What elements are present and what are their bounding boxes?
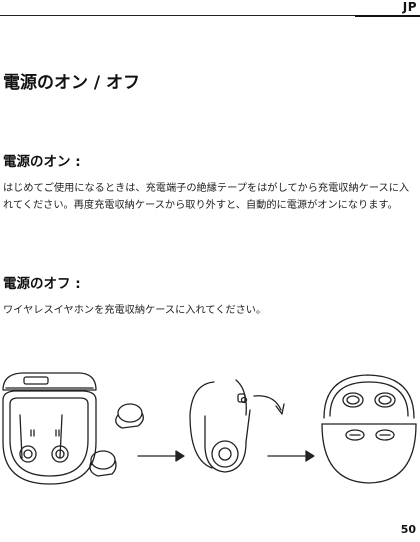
charging-case-open-icon: [2, 372, 97, 485]
earbud-icon: [89, 403, 144, 477]
earbud-insert-icon: [189, 379, 285, 473]
arrow-right-icon: [267, 450, 315, 462]
page-number: 50: [400, 523, 416, 536]
power-illustration: [2, 372, 417, 485]
power-off-text: ワイヤレスイヤホンを充電収納ケースに入れてください。: [3, 305, 267, 316]
language-tab-underline: [355, 15, 420, 17]
page-title: 電源のオン / オフ: [3, 73, 141, 93]
charging-case-closed-icon: [321, 374, 417, 484]
arrow-right-icon: [137, 450, 185, 462]
header-rule: [0, 15, 420, 16]
power-on-text: はじめてご使用になるときは、充電端子の絶縁テープをはがしてから充電収納ケースに入…: [3, 183, 410, 211]
language-tab: JP: [402, 0, 417, 14]
power-off-heading: 電源のオフ :: [3, 276, 81, 292]
power-on-heading: 電源のオン :: [3, 154, 81, 170]
